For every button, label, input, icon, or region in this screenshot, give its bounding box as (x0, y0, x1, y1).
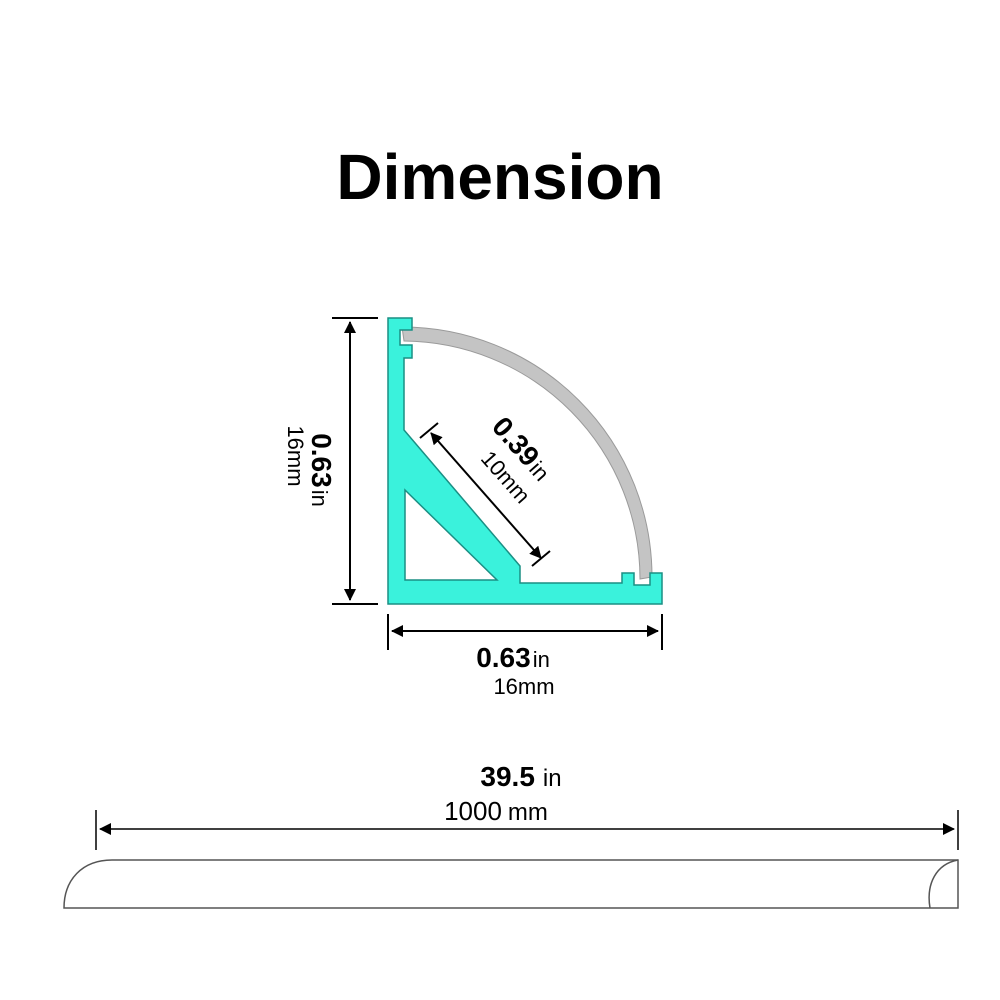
width-unit: in (533, 647, 550, 672)
width-value: 0.63 (476, 642, 531, 673)
width-dimension: 0.63in 16mm (387, 614, 663, 699)
bar-side-view (63, 859, 959, 909)
length-metric-value: 1000 (444, 796, 502, 826)
diffuser-cover (401, 326, 653, 580)
length-unit: in (543, 765, 562, 792)
height-metric: 16mm (283, 425, 308, 486)
height-unit: in (307, 490, 332, 507)
diagram-title: Dimension (336, 141, 664, 213)
height-dimension: 0.63 in 16mm (283, 317, 378, 605)
svg-text:0.63in: 0.63in (476, 642, 550, 673)
svg-text:0.63in: 0.63 in (306, 433, 337, 507)
height-value: 0.63 (306, 433, 337, 488)
length-metric-unit: mm (508, 799, 548, 826)
width-metric: 16mm (493, 674, 554, 699)
length-value: 39.5 (480, 761, 535, 792)
svg-text:39.5in: 39.5 in (480, 761, 561, 792)
